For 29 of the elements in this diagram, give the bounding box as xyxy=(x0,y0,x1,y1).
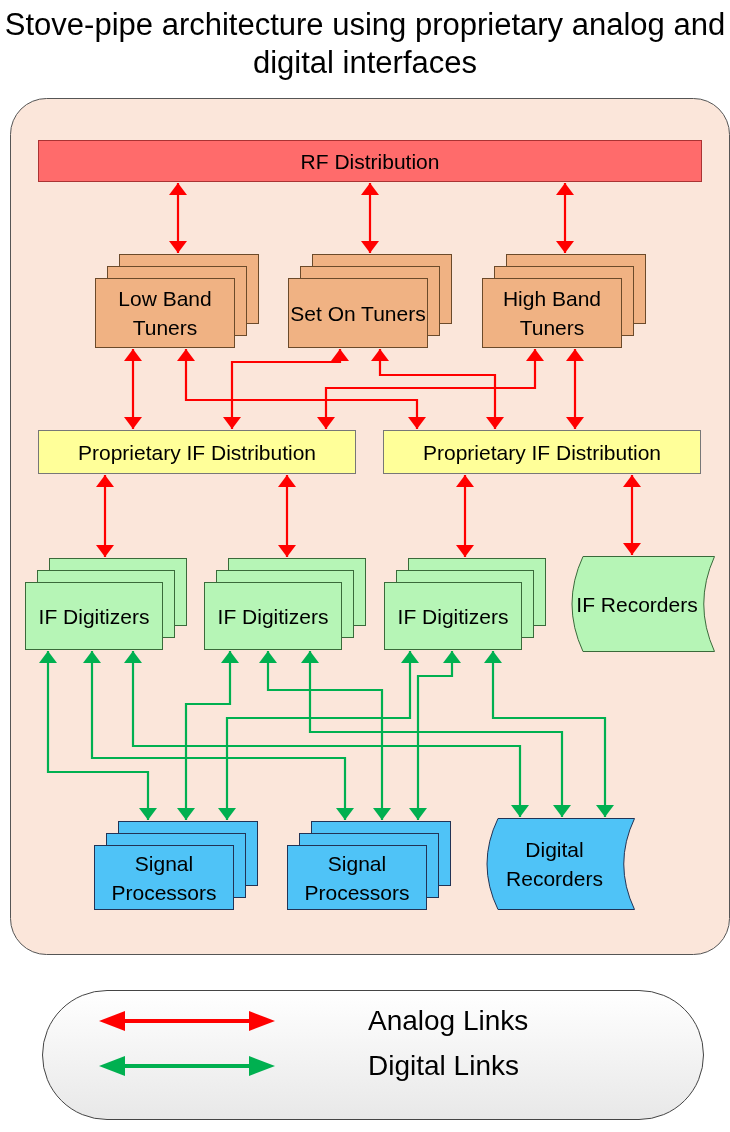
process-box: RF Distribution xyxy=(38,140,702,182)
double-arrow xyxy=(124,651,529,817)
container-panel xyxy=(10,98,730,955)
double-arrow xyxy=(409,651,461,820)
double-arrow xyxy=(317,349,544,429)
diagram-title: Stove-pipe architecture using proprietary analog and digital interfaces xyxy=(3,6,727,82)
double-arrow xyxy=(177,349,426,429)
double-arrow xyxy=(124,349,142,429)
double-arrow xyxy=(484,651,614,817)
double-arrow xyxy=(259,651,391,820)
double-arrow xyxy=(96,475,114,557)
double-arrow xyxy=(169,183,187,253)
double-arrow xyxy=(623,475,641,555)
double-arrow xyxy=(566,349,584,429)
double-arrow xyxy=(361,183,379,253)
double-arrow xyxy=(39,651,157,820)
process-box: Proprietary IF Distribution xyxy=(38,430,356,474)
legend-text: Digital Links xyxy=(368,1050,519,1082)
double-arrow xyxy=(278,475,296,557)
double-arrow xyxy=(301,651,571,817)
double-arrow xyxy=(83,651,354,820)
double-arrow xyxy=(556,183,574,253)
double-arrow xyxy=(223,349,349,429)
double-arrow xyxy=(456,475,474,557)
process-box: Proprietary IF Distribution xyxy=(383,430,701,474)
double-arrow xyxy=(177,651,239,820)
double-arrow xyxy=(218,651,419,820)
double-arrow xyxy=(371,349,504,429)
legend-text: Analog Links xyxy=(368,1005,529,1037)
